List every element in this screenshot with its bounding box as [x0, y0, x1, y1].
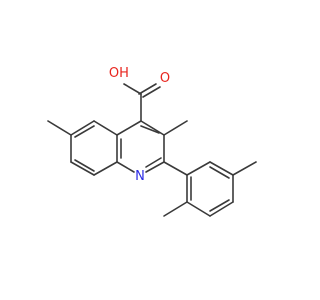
bond-n-c2-double	[145, 157, 162, 168]
bond-c8a-n	[116, 161, 135, 173]
bond-aryl-5-6	[186, 201, 211, 217]
bond-c4-c4a	[116, 120, 142, 136]
atom-labels: O H O N	[109, 66, 170, 184]
bond-c4a-c5	[93, 120, 118, 136]
bond-carboxyl-oh	[123, 83, 142, 95]
bond-aryl-2-3-double	[209, 166, 230, 179]
bond-network	[47, 83, 257, 217]
bond-aryl-4-5	[209, 201, 234, 217]
bond-c8-c8a	[93, 161, 118, 176]
bond-c3-methyl	[163, 120, 188, 136]
bond-c2-aryl	[163, 161, 188, 176]
bond-c5-c6-double	[74, 125, 95, 138]
bond-carboxyl-o-double-b	[142, 86, 161, 98]
bond-aryl-methyl-ortho	[163, 201, 188, 217]
bond-aryl-4-5-double	[209, 199, 230, 212]
bond-c7-c8	[70, 161, 95, 176]
bond-carboxyl-o-double-a	[138, 83, 157, 95]
molecule-structure-diagram: O H O N	[47, 66, 257, 217]
bond-c6-methyl	[47, 120, 72, 136]
atom-hydrogen-hydroxyl: H	[119, 66, 129, 81]
bond-aryl-2-3	[209, 161, 234, 176]
bond-c5-c6	[70, 120, 95, 136]
bond-aryl-1-2	[186, 161, 211, 176]
bond-c3-c4-double	[140, 125, 160, 134]
atom-oxygen-carbonyl: O	[160, 71, 170, 86]
bond-aryl-methyl-meta	[232, 161, 257, 176]
bond-c7-c8-double	[74, 159, 95, 172]
bond-c3-c4	[140, 120, 165, 136]
atom-oxygen-hydroxyl: O	[109, 66, 119, 81]
bond-n-c2	[145, 161, 165, 173]
atom-nitrogen-ring: N	[135, 169, 145, 184]
